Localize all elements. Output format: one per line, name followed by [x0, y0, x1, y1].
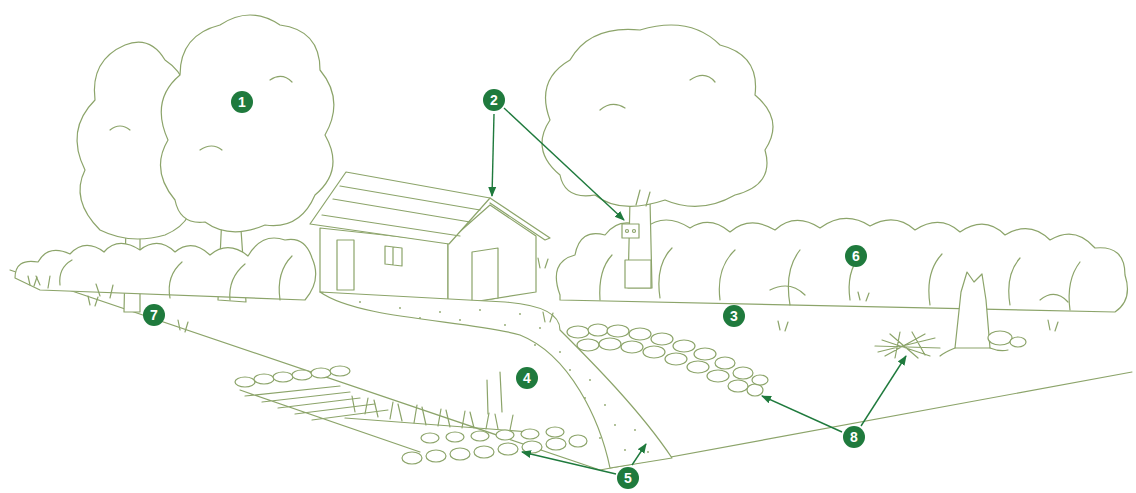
grass	[28, 258, 1058, 332]
callout-number: 2	[483, 89, 505, 111]
tree	[542, 25, 773, 288]
callout-number: 5	[617, 467, 639, 489]
hedge-detail	[600, 248, 1080, 310]
leader-line	[861, 356, 906, 426]
leader-line	[762, 396, 842, 432]
leader-lines	[492, 108, 906, 474]
callout-number: 3	[723, 305, 745, 327]
shed	[310, 172, 550, 306]
leader-line	[504, 108, 624, 220]
shrub-detail	[36, 256, 292, 300]
callout-number: 7	[143, 304, 165, 326]
shrubs	[15, 238, 316, 300]
brush-pile	[875, 332, 940, 358]
callout-number: 1	[231, 91, 253, 113]
bird-box	[622, 224, 639, 238]
stump	[940, 272, 1026, 356]
callout-number: 6	[845, 245, 867, 267]
stone-wall	[567, 324, 768, 396]
vegetable-bed	[235, 366, 587, 464]
gravel	[359, 301, 649, 453]
leader-line	[632, 444, 646, 465]
leader-line	[522, 452, 616, 474]
garden-path	[320, 292, 672, 468]
callout-number: 8	[843, 426, 865, 448]
leader-line	[492, 114, 494, 196]
callout-number: 4	[516, 367, 538, 389]
